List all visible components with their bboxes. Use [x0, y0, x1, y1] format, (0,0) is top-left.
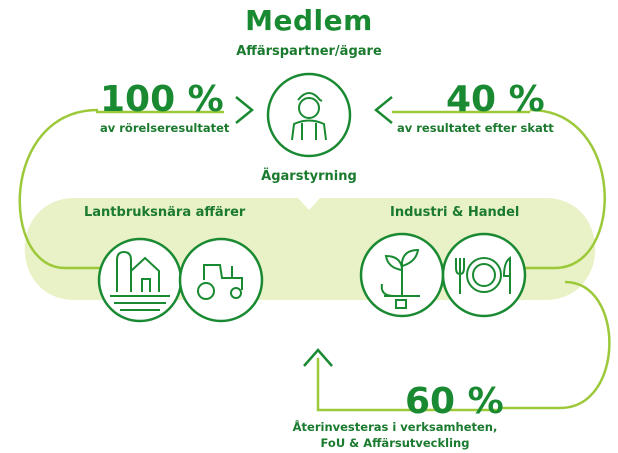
governance-label: Ägarstyrning: [261, 169, 357, 184]
up-arrow-icon: [303, 348, 333, 367]
farm-buildings-icon: [97, 237, 183, 323]
bottom-underline: [316, 358, 500, 412]
segment-label-right: Industri & Handel: [390, 205, 520, 220]
left-arrow-icon: [235, 96, 254, 124]
left-caption: av rörelseresultatet: [100, 121, 230, 135]
right-arrow-icon: [374, 96, 393, 124]
page-subtitle: Affärspartner/ägare: [236, 44, 382, 59]
bottom-caption-line1: Återinvesteras i verksamheten,: [292, 420, 498, 434]
right-percent: 40 %: [446, 79, 545, 120]
left-percent: 100 %: [100, 79, 224, 120]
farmer-icon: [266, 72, 352, 158]
page-title: Medlem: [245, 4, 373, 37]
bottom-percent: 60 %: [405, 381, 504, 422]
bottom-loop-connector: [500, 280, 611, 410]
right-caption: av resultatet efter skatt: [397, 121, 554, 135]
plant-plug-icon: [359, 232, 445, 318]
segment-label-left: Lantbruksnära affärer: [84, 205, 246, 220]
tractor-icon: [178, 237, 264, 323]
plate-cutlery-icon: [441, 232, 527, 318]
right-loop-connector: [525, 108, 606, 270]
bottom-caption-line2: FoU & Affärsutveckling: [320, 436, 470, 450]
left-loop-connector: [18, 108, 142, 270]
